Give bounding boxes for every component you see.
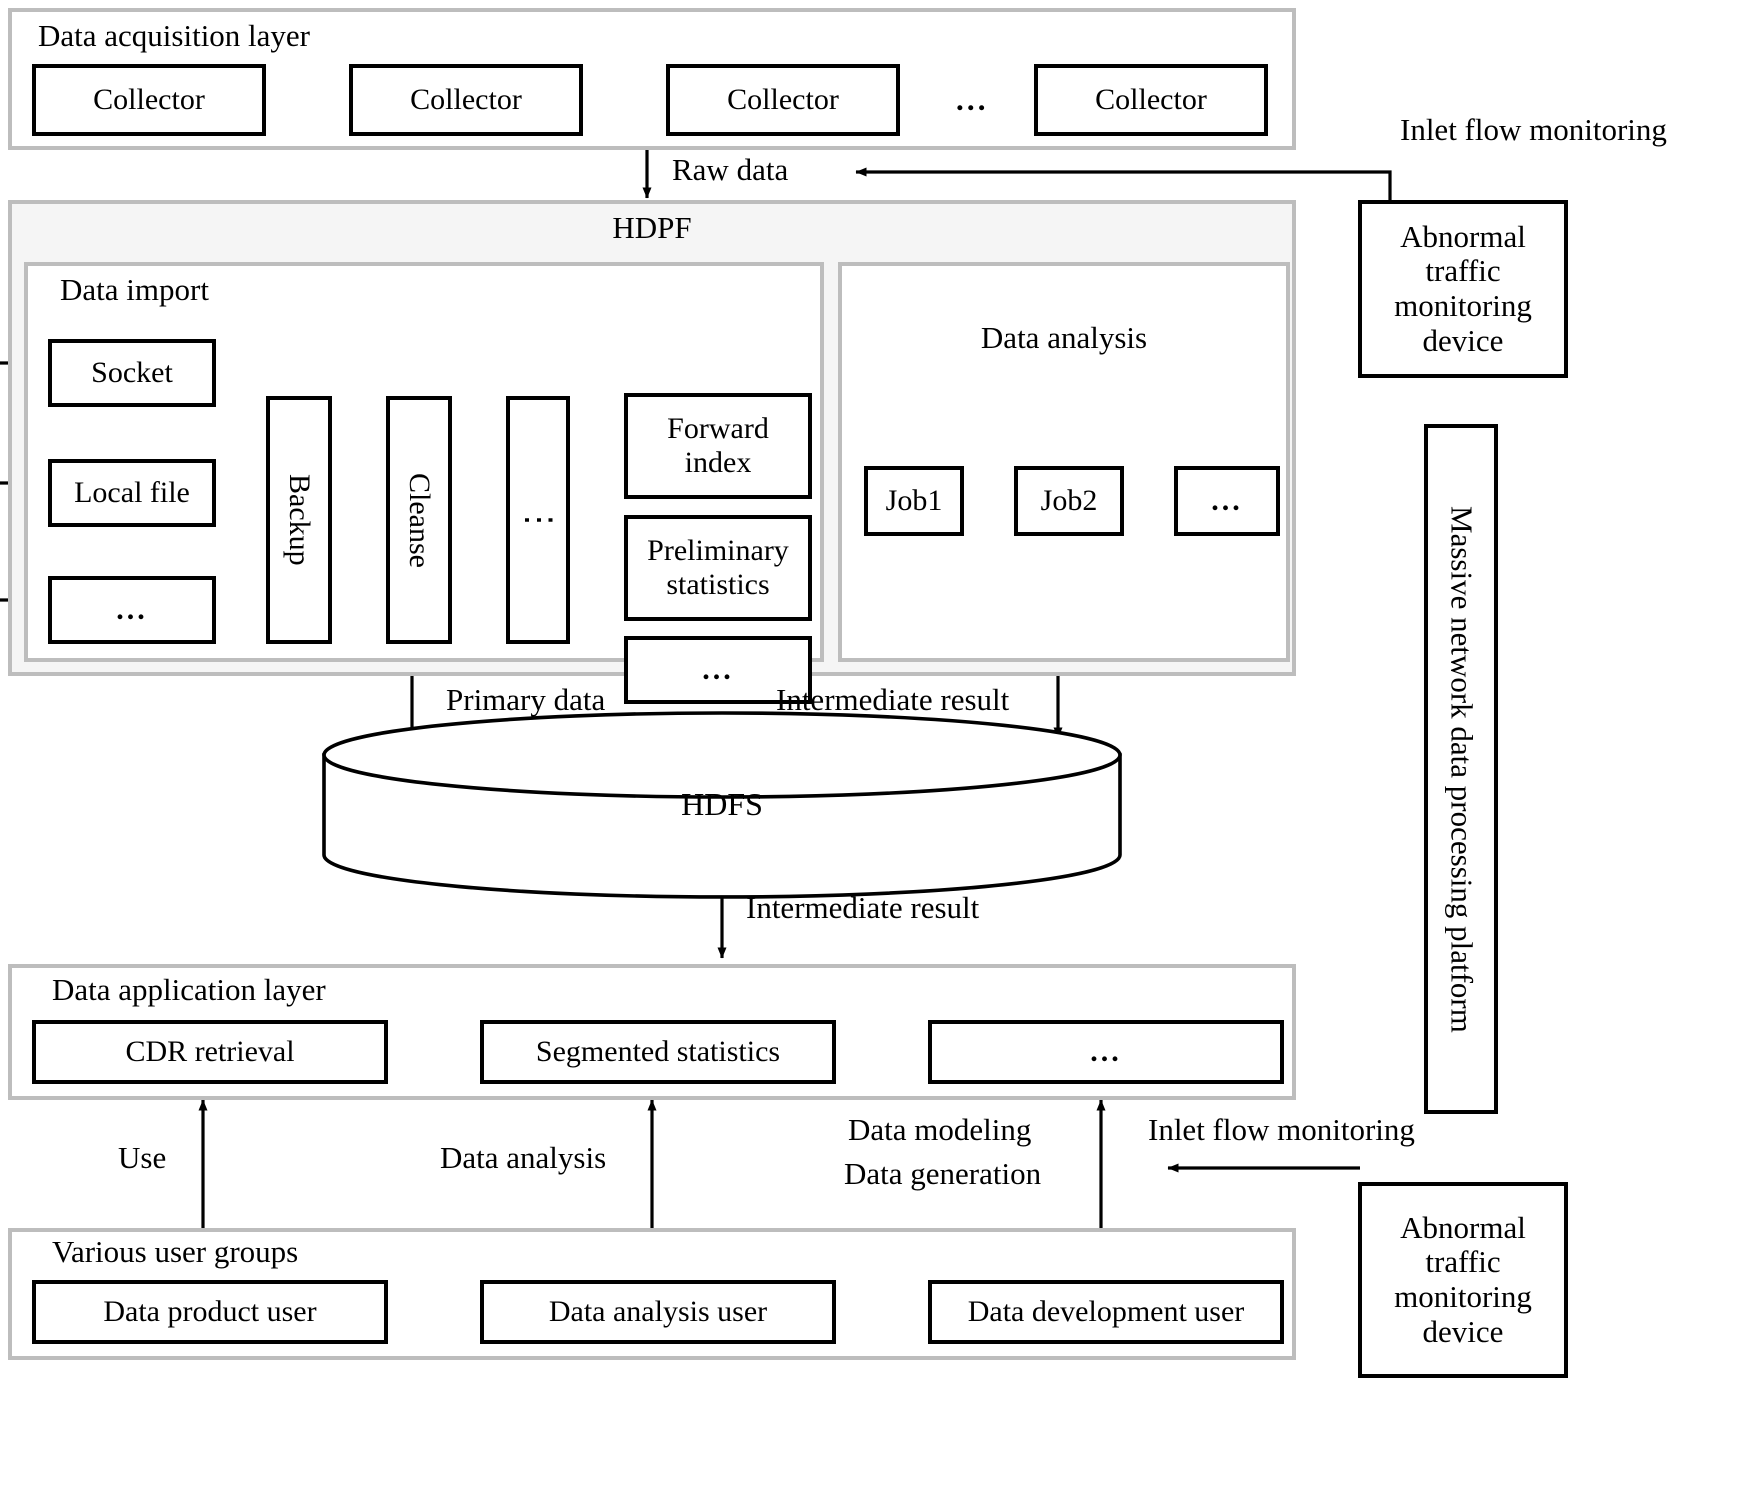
collector-box-4[interactable]: Collector bbox=[1034, 64, 1268, 136]
abnormal-traffic-monitoring-device-bottom[interactable]: Abnormal traffic monitoring device bbox=[1358, 1182, 1568, 1378]
edge-label-use: Use bbox=[118, 1140, 167, 1175]
data-acquisition-layer: Data acquisition layer Collector Collect… bbox=[8, 8, 1296, 150]
source-local-file[interactable]: Local file bbox=[48, 459, 216, 527]
stage-more-label: ⋮ bbox=[520, 503, 558, 537]
acquisition-layer-title: Data acquisition layer bbox=[38, 18, 311, 53]
user-groups-title: Various user groups bbox=[52, 1234, 299, 1269]
data-analysis-panel: Data analysis Job1 Job2 ... bbox=[838, 262, 1290, 662]
edge-label-raw-data: Raw data bbox=[672, 152, 789, 187]
job-box-2[interactable]: Job2 bbox=[1014, 466, 1124, 536]
collector-ellipsis: ... bbox=[956, 82, 989, 117]
stage-more[interactable]: ⋮ bbox=[506, 396, 570, 644]
hdpf-layer: HDPF Data import Socket Local file ... B… bbox=[8, 200, 1296, 704]
output-preliminary-statistics[interactable]: Preliminary statistics bbox=[624, 515, 812, 621]
source-other[interactable]: ... bbox=[48, 576, 216, 644]
job-box-other[interactable]: ... bbox=[1174, 466, 1280, 536]
edge-label-data-generation: Data generation bbox=[844, 1156, 1042, 1191]
application-layer-title: Data application layer bbox=[52, 972, 326, 1007]
edge-label-data-modeling: Data modeling bbox=[848, 1112, 1032, 1147]
platform-label: Massive network data processing platform bbox=[1444, 505, 1480, 1033]
collector-box-2[interactable]: Collector bbox=[349, 64, 583, 136]
edge-label-inlet-flow-top: Inlet flow monitoring bbox=[1400, 112, 1667, 147]
data-import-title: Data import bbox=[60, 272, 209, 307]
app-other[interactable]: ... bbox=[928, 1020, 1284, 1084]
output-forward-index[interactable]: Forward index bbox=[624, 393, 812, 499]
data-analysis-title: Data analysis bbox=[980, 320, 1148, 355]
edge-label-intermediate-result-out: Intermediate result bbox=[746, 890, 980, 925]
collector-box-1[interactable]: Collector bbox=[32, 64, 266, 136]
stage-cleanse[interactable]: Cleanse bbox=[386, 396, 452, 644]
stage-cleanse-label: Cleanse bbox=[402, 472, 436, 568]
source-socket[interactable]: Socket bbox=[48, 339, 216, 407]
output-other[interactable]: ... bbox=[624, 636, 812, 704]
various-user-groups-layer: Various user groups Data product user Da… bbox=[8, 1228, 1296, 1360]
massive-network-data-processing-platform[interactable]: Massive network data processing platform bbox=[1424, 424, 1498, 1114]
abnormal-traffic-monitoring-device-top[interactable]: Abnormal traffic monitoring device bbox=[1358, 200, 1568, 378]
edge-label-data-analysis: Data analysis bbox=[440, 1140, 607, 1175]
hdpf-title: HDPF bbox=[612, 210, 692, 245]
data-application-layer: Data application layer CDR retrieval Seg… bbox=[8, 964, 1296, 1100]
data-import-panel: Data import Socket Local file ... Backup… bbox=[24, 262, 824, 704]
edge-label-intermediate-result-in: Intermediate result bbox=[776, 682, 1010, 717]
collector-box-3[interactable]: Collector bbox=[666, 64, 900, 136]
arrow-inlet-flow-top bbox=[855, 167, 1392, 200]
user-group-data-development-user[interactable]: Data development user bbox=[928, 1280, 1284, 1344]
app-cdr-retrieval[interactable]: CDR retrieval bbox=[32, 1020, 388, 1084]
stage-backup-label: Backup bbox=[282, 474, 316, 566]
edge-label-primary-data: Primary data bbox=[446, 682, 606, 717]
user-group-data-product-user[interactable]: Data product user bbox=[32, 1280, 388, 1344]
stage-backup[interactable]: Backup bbox=[266, 396, 332, 644]
edge-label-inlet-flow-bottom: Inlet flow monitoring bbox=[1148, 1112, 1415, 1147]
hdfs-label: HDFS bbox=[681, 786, 763, 822]
user-group-data-analysis-user[interactable]: Data analysis user bbox=[480, 1280, 836, 1344]
job-box-1[interactable]: Job1 bbox=[864, 466, 964, 536]
app-segmented-statistics[interactable]: Segmented statistics bbox=[480, 1020, 836, 1084]
